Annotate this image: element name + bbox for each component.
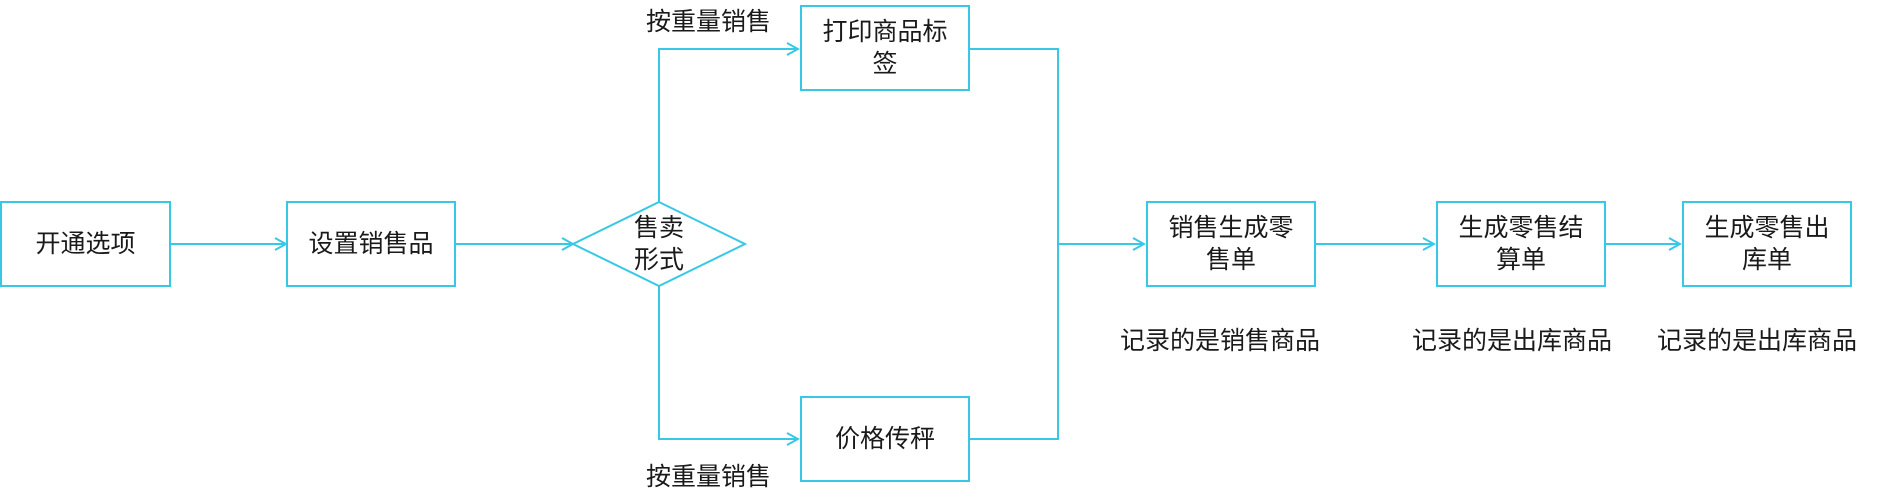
node-set-sale-item: 设置销售品 — [286, 201, 456, 287]
edge-form-to-print — [658, 49, 798, 202]
edge-scale-to-merge — [970, 244, 1059, 440]
note-retail-settle: 记录的是出库商品 — [1412, 326, 1613, 355]
note-retail-outbound: 记录的是出库商品 — [1657, 326, 1858, 355]
sale-form-diamond — [570, 200, 748, 288]
edge-form-to-scale — [658, 286, 798, 439]
branch-label-top: 按重量销售 — [646, 7, 772, 36]
node-retail-settle: 生成零售结算单 — [1436, 201, 1606, 287]
node-open-option: 开通选项 — [0, 201, 171, 287]
node-print-label: 打印商品标签 — [800, 5, 970, 91]
node-sales-retail: 销售生成零售单 — [1146, 201, 1316, 287]
branch-label-bottom: 按重量销售 — [646, 462, 772, 491]
edge-print-to-merge — [970, 48, 1059, 244]
node-price-scale: 价格传秤 — [800, 396, 970, 482]
node-sale-form: 售卖 形式 — [633, 213, 684, 274]
note-sales-retail: 记录的是销售商品 — [1120, 326, 1321, 355]
node-retail-outbound: 生成零售出库单 — [1682, 201, 1852, 287]
